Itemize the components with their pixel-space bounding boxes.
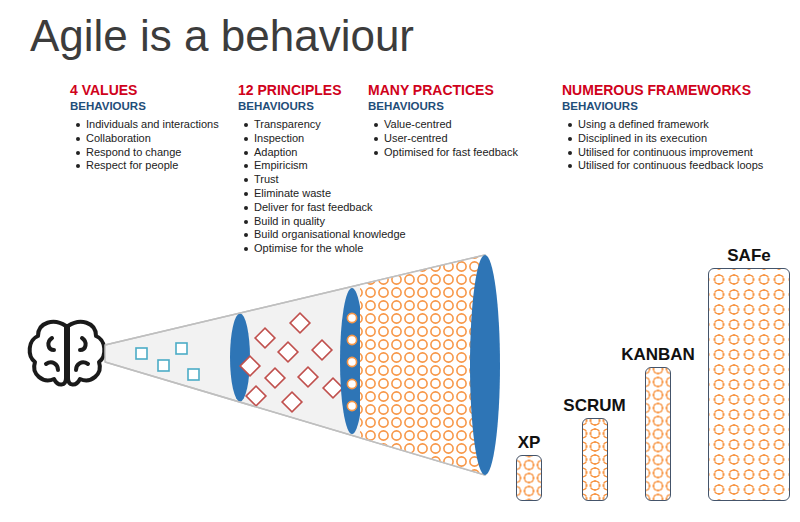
framework-name: SCRUM xyxy=(561,396,628,416)
framework-name: SAFe xyxy=(706,246,792,266)
bullet-item: Transparency xyxy=(238,118,406,132)
cone-edge xyxy=(105,255,485,345)
bullet-dot xyxy=(374,123,378,127)
bullet-dot xyxy=(244,247,248,251)
bullet-item: Individuals and interactions xyxy=(70,118,219,132)
bullet-dot xyxy=(244,220,248,224)
bullet-item: Deliver for fast feedback xyxy=(238,201,406,215)
bullet-dot xyxy=(568,164,572,168)
bullet-item: Utilised for continuous feedback loops xyxy=(562,159,763,173)
bullet-dot xyxy=(76,137,80,141)
bullet-item: Build in quality xyxy=(238,215,406,229)
bullet-item: Utilised for continuous improvement xyxy=(562,146,763,160)
framework-bar: XP xyxy=(514,433,544,501)
section-heading: MANY PRACTICES xyxy=(368,82,518,99)
bullet-item: Optimise for the whole xyxy=(238,242,406,256)
bullet-dot xyxy=(374,137,378,141)
framework-practices xyxy=(645,367,671,501)
framework-practices xyxy=(708,268,790,501)
framework-practices xyxy=(582,418,608,501)
bullet-item: Adaption xyxy=(238,146,406,160)
bullet-dot xyxy=(244,206,248,210)
brain-icon xyxy=(30,322,105,385)
bullet-item: Inspection xyxy=(238,132,406,146)
text-column: MANY PRACTICESBEHAVIOURS Value-centredUse… xyxy=(368,82,518,159)
framework-bar: SCRUM xyxy=(561,396,628,501)
bullet-dot xyxy=(244,151,248,155)
cone-ring xyxy=(230,314,250,402)
bullet-dot xyxy=(244,164,248,168)
bullet-dot xyxy=(568,151,572,155)
bullet-dot xyxy=(244,192,248,196)
cone-edge xyxy=(105,362,485,475)
practice-area xyxy=(360,255,485,475)
section-subheading: BEHAVIOURS xyxy=(70,99,219,114)
cone-mouth xyxy=(470,255,500,475)
cone-body xyxy=(105,255,485,475)
bullet-item: Trust xyxy=(238,173,406,187)
framework-practices xyxy=(516,455,542,501)
framework-name: KANBAN xyxy=(619,345,697,365)
bullet-item: Respect for people xyxy=(70,159,219,173)
bullet-item: Build organisational knowledge xyxy=(238,228,406,242)
section-heading: 4 VALUES xyxy=(70,82,219,99)
bullet-dot xyxy=(244,178,248,182)
bullet-item: Disciplined in its execution xyxy=(562,132,763,146)
framework-name: XP xyxy=(514,433,544,453)
text-column: 4 VALUESBEHAVIOURS Individuals and intera… xyxy=(70,82,219,173)
bullet-dot xyxy=(244,233,248,237)
bullet-dot xyxy=(244,123,248,127)
bullet-item: Respond to change xyxy=(70,146,219,160)
bullet-item: Value-centred xyxy=(368,118,518,132)
practice-circles xyxy=(360,255,485,475)
bullet-item: Eliminate waste xyxy=(238,187,406,201)
section-subheading: BEHAVIOURS xyxy=(562,99,763,114)
bullet-dot xyxy=(244,137,248,141)
bullet-dot xyxy=(76,164,80,168)
bullet-dot xyxy=(568,123,572,127)
bullet-dot xyxy=(76,151,80,155)
bullet-item: Optimised for fast feedback xyxy=(368,146,518,160)
bullet-item: Collaboration xyxy=(70,132,219,146)
section-heading: NUMEROUS FRAMEWORKS xyxy=(562,82,763,99)
bullet-item: Using a defined framework xyxy=(562,118,763,132)
bullet-dot xyxy=(76,123,80,127)
page-title: Agile is a behaviour xyxy=(30,10,414,62)
framework-bar: KANBAN xyxy=(619,345,697,501)
section-subheading: BEHAVIOURS xyxy=(368,99,518,114)
bullet-item: Empiricism xyxy=(238,159,406,173)
framework-bar: SAFe xyxy=(706,246,792,501)
principle-diamonds xyxy=(240,313,343,412)
ring-circles xyxy=(347,313,356,410)
text-column: NUMEROUS FRAMEWORKSBEHAVIOURS Using a def… xyxy=(562,82,763,173)
bullet-item: User-centred xyxy=(368,132,518,146)
bullet-dot xyxy=(568,137,572,141)
bullet-dot xyxy=(374,151,378,155)
